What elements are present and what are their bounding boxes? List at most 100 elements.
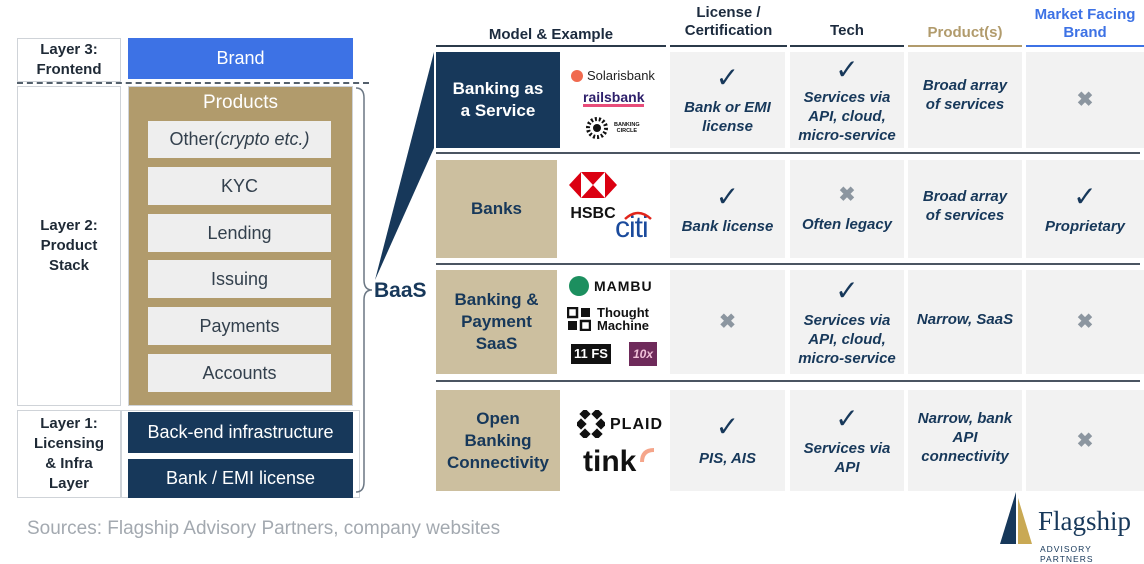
- infra-backend: Back-end infrastructure: [128, 412, 353, 453]
- row4-tech: ✓ Services via API: [790, 390, 904, 491]
- elevenfs-logo: 11 FS: [571, 344, 611, 364]
- row1-license-mark: ✓: [715, 62, 740, 93]
- baas-callout: [375, 52, 434, 280]
- header-model: Model & Example: [488, 26, 614, 43]
- row3-brand: ✖: [1026, 270, 1144, 374]
- row1-brand: ✖: [1026, 52, 1144, 148]
- row3-title: Banking & Payment SaaS: [436, 270, 557, 374]
- railsbank-logo: railsbank: [583, 89, 645, 107]
- product-lending: Lending: [148, 214, 331, 252]
- row1-license: ✓ Bank or EMI license: [670, 52, 785, 148]
- banking-circle-text: BANKING CIRCLE: [614, 122, 640, 134]
- brand-box: Brand: [128, 38, 353, 79]
- product-other-note: (crypto etc.): [214, 129, 310, 149]
- row2-tech-text: Often legacy: [801, 215, 893, 233]
- row4-products-text: Narrow, bank API connectivity: [917, 410, 1013, 465]
- row2-license-mark: ✓: [715, 180, 740, 212]
- row2-license: ✓ Bank license: [670, 160, 785, 258]
- citi-arc-icon: [624, 211, 652, 220]
- row4-brand: ✖: [1026, 390, 1144, 491]
- plaid-logo: PLAID: [577, 410, 663, 438]
- hsbc-text: HSBC: [570, 205, 616, 222]
- flagship-name: Flagship: [1038, 506, 1132, 536]
- header-brand: Market Facing Brand: [1034, 6, 1136, 41]
- row2-products-text: Broad array of services: [922, 188, 1008, 224]
- frontend-divider: [17, 82, 369, 84]
- row4-license: ✓ PIS, AIS: [670, 390, 785, 491]
- row3-logos: MAMBU Thought Machine 11 FS 10x: [563, 270, 667, 374]
- row3-products: Narrow, SaaS: [908, 270, 1022, 374]
- product-issuing: Issuing: [148, 260, 331, 298]
- infra-license: Bank / EMI license: [128, 459, 353, 498]
- row2-brand-mark: ✓: [1073, 180, 1097, 212]
- sources-note: Sources: Flagship Advisory Partners, com…: [27, 518, 501, 539]
- mambu-text: MAMBU: [594, 277, 653, 294]
- mambu-logo: MAMBU: [569, 276, 653, 296]
- header-tech: Tech: [830, 22, 864, 39]
- row1-tech: ✓ Services via API, cloud, micro-service: [790, 52, 904, 148]
- banking-circle-logo: BANKING CIRCLE: [585, 116, 640, 140]
- product-payments: Payments: [148, 307, 331, 345]
- row3-tech-text: Services via API, cloud, micro-service: [798, 311, 896, 367]
- products-title: Products: [203, 92, 278, 113]
- hsbc-logo: HSBC: [569, 172, 617, 223]
- row2-products: Broad array of services: [908, 160, 1022, 258]
- thought-machine-logo: Thought Machine: [567, 306, 649, 332]
- mambu-icon: [569, 276, 589, 296]
- row2-logos: HSBC citi: [563, 160, 667, 258]
- row3-tech-mark: ✓: [835, 274, 859, 306]
- header-license: License / Certification: [684, 4, 773, 39]
- row1-products: Broad array of services: [908, 52, 1022, 148]
- header-license-line: [670, 45, 787, 47]
- row2-brand: ✓ Proprietary: [1026, 160, 1144, 258]
- tink-text: tink: [583, 445, 637, 478]
- product-other-label: Other: [169, 129, 215, 149]
- row3-license-mark: ✖: [719, 311, 736, 333]
- row4-license-text: PIS, AIS: [699, 450, 756, 467]
- row4-title: Open Banking Connectivity: [436, 390, 560, 491]
- layer1-label: Layer 1: Licensing & Infra Layer: [17, 410, 121, 498]
- header-products: Product(s): [927, 24, 1003, 41]
- solarisbank-logo: Solarisbank: [571, 66, 655, 85]
- row-separator-2: [436, 263, 1140, 265]
- row2-license-text: Bank license: [681, 217, 774, 235]
- row2-tech-mark: ✖: [838, 183, 856, 206]
- row4-brand-mark: ✖: [1076, 429, 1094, 452]
- row4-tech-mark: ✓: [835, 402, 859, 434]
- header-model-line: [436, 45, 666, 47]
- plaid-text: PLAID: [610, 415, 663, 433]
- product-kyc: KYC: [148, 167, 331, 205]
- row1-tech-mark: ✓: [835, 53, 859, 85]
- product-accounts: Accounts: [148, 354, 331, 392]
- row4-license-mark: ✓: [715, 411, 740, 442]
- row1-products-text: Broad array of services: [922, 77, 1008, 113]
- row1-license-text: Bank or EMI license: [684, 99, 771, 135]
- header-tech-line: [790, 45, 904, 47]
- plaid-icon: [577, 410, 605, 438]
- tink-logo: tink: [583, 446, 658, 478]
- row3-license: ✖: [670, 270, 785, 374]
- flagship-sail-icon: [1000, 492, 1032, 544]
- flagship-sub: ADVISORY PARTNERS: [1040, 544, 1094, 564]
- row3-tech: ✓ Services via API, cloud, micro-service: [790, 270, 904, 374]
- tink-swirl-icon: [640, 448, 655, 463]
- header-brand-line: [1026, 45, 1144, 47]
- row-separator-3: [436, 380, 1140, 382]
- baas-label: BaaS: [374, 279, 427, 302]
- row4-logos: PLAID tink: [563, 390, 667, 491]
- hsbc-hexagon-icon: [569, 172, 617, 198]
- row1-tech-text: Services via API, cloud, micro-service: [798, 88, 896, 144]
- citi-logo: citi: [615, 212, 652, 244]
- row4-tech-text: Services via API: [803, 439, 891, 476]
- banking-circle-icon: [586, 117, 608, 139]
- row1-title: Banking as a Service: [436, 52, 560, 148]
- solarisbank-text: Solarisbank: [587, 68, 655, 83]
- row2-tech: ✖ Often legacy: [790, 160, 904, 258]
- thought-machine-text: Thought Machine: [597, 305, 650, 333]
- row1-brand-mark: ✖: [1076, 89, 1094, 111]
- row4-products: Narrow, bank API connectivity: [908, 390, 1022, 491]
- baas-brace: [355, 87, 373, 493]
- row3-brand-mark: ✖: [1076, 311, 1094, 333]
- tenx-logo: 10x: [629, 342, 657, 366]
- row2-title: Banks: [436, 160, 557, 258]
